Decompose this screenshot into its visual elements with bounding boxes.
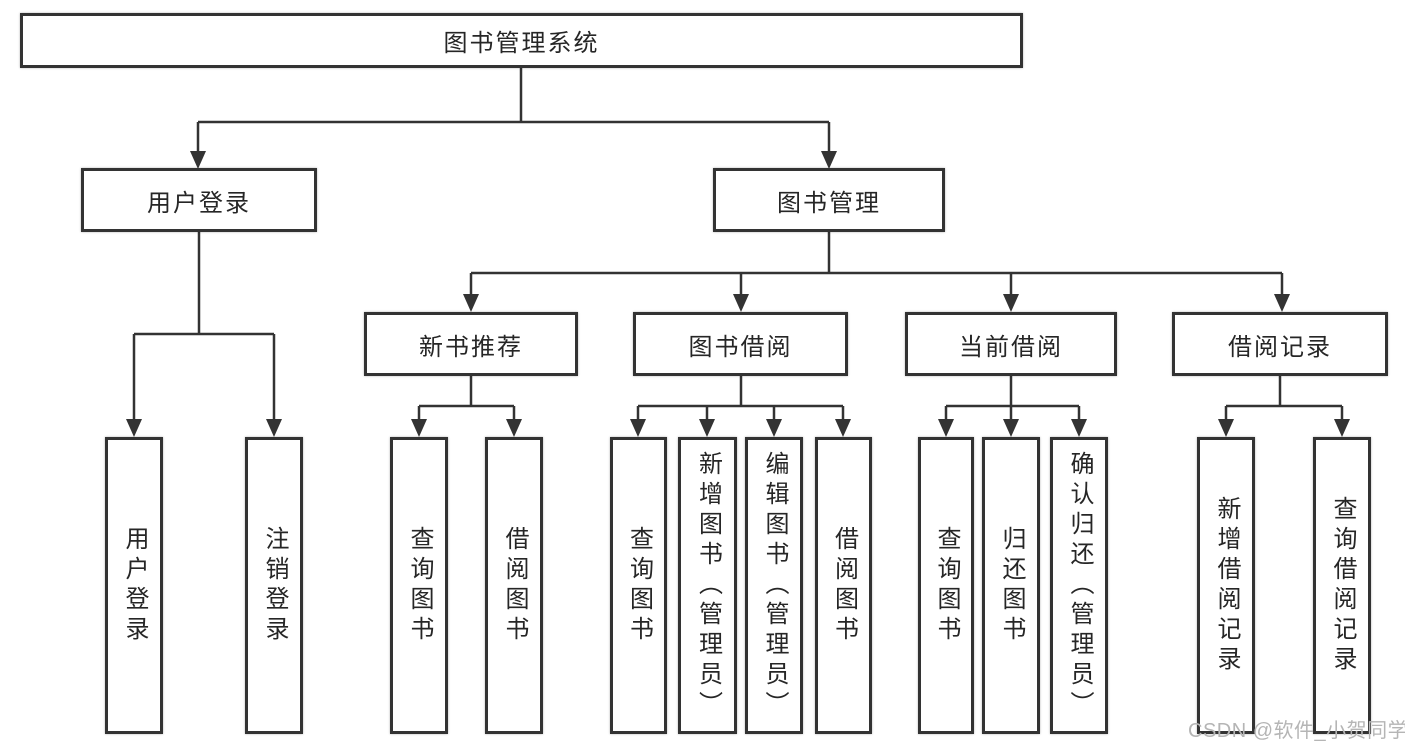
node-label: 借阅记录 [1228,333,1332,361]
leaf-bb-edit-book-admin: 编辑图书（管理员） [745,437,803,734]
node-label: 借阅图书 [501,525,528,646]
node-label: 归还图书 [998,525,1025,646]
edge-current-borrow-to-leaves [944,376,1081,420]
node-label: 新增图书（管理员） [694,450,722,721]
node-current-borrowing: 当前借阅 [905,312,1117,376]
edge-user-login-to-leaves [132,232,276,420]
edge-root-to-level1 [196,68,831,152]
arrowheads-new-book-rec-leaves [411,419,522,437]
arrowheads-user-login-leaves [126,419,282,437]
node-borrowing-records: 借阅记录 [1172,312,1388,376]
leaf-rec-query-book: 查询图书 [390,437,448,734]
node-label: 借阅图书 [830,525,858,646]
edge-borrow-record-to-leaves [1224,376,1344,420]
leaf-logout: 注销登录 [245,437,303,734]
leaf-cb-return-book: 归还图书 [982,437,1040,734]
arrowheads-borrow-record-leaves [1218,419,1350,437]
node-label: 图书管理 [777,189,881,217]
node-label: 编辑图书（管理员） [761,450,788,721]
node-label: 新书推荐 [419,333,523,361]
node-user-login-branch: 用户登录 [81,168,317,232]
node-label: 确认归还（管理员） [1066,450,1093,721]
node-label: 用户登录 [121,525,148,646]
arrowheads-level2 [463,294,1290,312]
node-label: 查询图书 [625,525,653,646]
node-book-management-branch: 图书管理 [713,168,945,232]
csdn-watermark: CSDN @软件_小贺同学 [1188,720,1405,742]
edge-new-book-rec-to-leaves [417,376,516,420]
leaf-cb-confirm-return-admin: 确认归还（管理员） [1050,437,1108,734]
node-label: 图书管理系统 [443,30,600,57]
arrowheads-level1 [190,151,837,169]
edge-book-borrow-to-leaves [636,376,845,420]
node-new-book-recommend: 新书推荐 [364,312,578,376]
leaf-user-login: 用户登录 [105,437,163,734]
leaf-bb-add-book-admin: 新增图书（管理员） [678,437,737,734]
node-label: 查询图书 [933,525,960,646]
node-label: 查询借阅记录 [1329,495,1356,676]
node-label: 用户登录 [147,189,251,217]
node-library-management-system: 图书管理系统 [20,13,1023,68]
node-label: 注销登录 [261,525,288,646]
arrowheads-book-borrow-leaves [630,419,851,437]
leaf-br-query-record: 查询借阅记录 [1313,437,1371,734]
leaf-cb-query-book: 查询图书 [918,437,974,734]
leaf-bb-borrow-book: 借阅图书 [815,437,872,734]
arrowheads-current-borrow-leaves [938,419,1087,437]
node-label: 图书借阅 [688,333,793,361]
node-label: 当前借阅 [959,333,1063,361]
edge-book-mgmt-to-level2 [469,232,1284,295]
leaf-rec-borrow-book: 借阅图书 [485,437,543,734]
node-label: 新增借阅记录 [1213,495,1240,676]
node-book-borrowing: 图书借阅 [633,312,848,376]
node-label: 查询图书 [406,525,433,646]
leaf-br-add-record: 新增借阅记录 [1197,437,1255,734]
leaf-bb-query-book: 查询图书 [610,437,667,734]
